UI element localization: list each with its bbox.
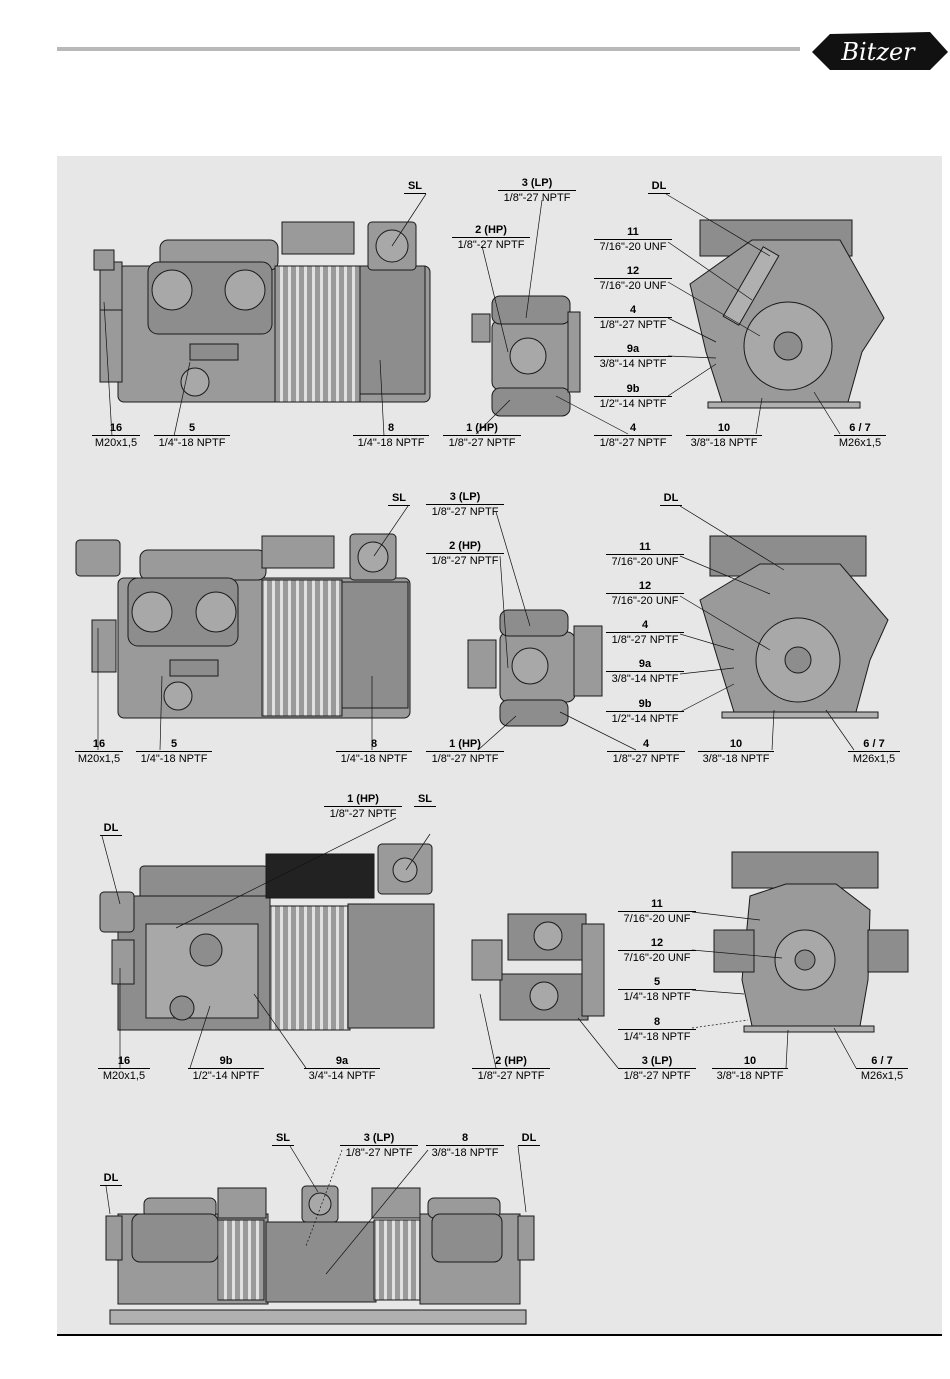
label-1-hp: 1 (HP)1/8"-27 NPTF — [426, 738, 504, 765]
label-sl: SL — [404, 180, 426, 194]
label-dl: DL — [660, 492, 682, 506]
label-2-hp: 2 (HP)1/8"-27 NPTF — [452, 224, 530, 251]
label-3-lp: 3 (LP)1/8"-27 NPTF — [340, 1132, 418, 1159]
label-1-hp: 1 (HP)1/8"-27 NPTF — [443, 422, 521, 449]
compressor-side-view-1 — [93, 221, 431, 403]
label-sl: SL — [272, 1132, 294, 1146]
label-dl: DL — [100, 1172, 122, 1186]
compressor-front-view-2 — [699, 535, 889, 719]
compressor-end-view-2 — [467, 609, 603, 727]
compressor-front-view-1 — [689, 219, 885, 409]
compressor-side-view-3 — [99, 843, 435, 1031]
tandem-compressor-view — [105, 1185, 535, 1325]
label-2-hp: 2 (HP)1/8"-27 NPTF — [426, 540, 504, 567]
label-dl: DL — [648, 180, 670, 194]
compressor-end-view-1 — [471, 295, 581, 417]
compressor-side-view-2 — [75, 533, 411, 719]
label-3-lp: 3 (LP)1/8"-27 NPTF — [618, 1055, 696, 1082]
label-3-lp: 3 (LP)1/8"-27 NPTF — [426, 491, 504, 518]
bitzer-logo: Bitzer — [812, 32, 948, 70]
label-2-hp: 2 (HP)1/8"-27 NPTF — [472, 1055, 550, 1082]
label-dl: DL — [518, 1132, 540, 1146]
footer-rule — [57, 1334, 942, 1336]
label-sl: SL — [414, 793, 436, 807]
svg-text:Bitzer: Bitzer — [840, 38, 916, 66]
compressor-end-view-3 — [471, 913, 605, 1021]
label-sl: SL — [388, 492, 410, 506]
leader-lines — [97, 193, 857, 1275]
compressor-front-view-3 — [713, 851, 909, 1033]
label-3-lp: 3 (LP)1/8"-27 NPTF — [498, 177, 576, 204]
label-dl: DL — [100, 822, 122, 836]
label-1-hp: 1 (HP)1/8"-27 NPTF — [324, 793, 402, 820]
header-rule — [57, 47, 800, 51]
